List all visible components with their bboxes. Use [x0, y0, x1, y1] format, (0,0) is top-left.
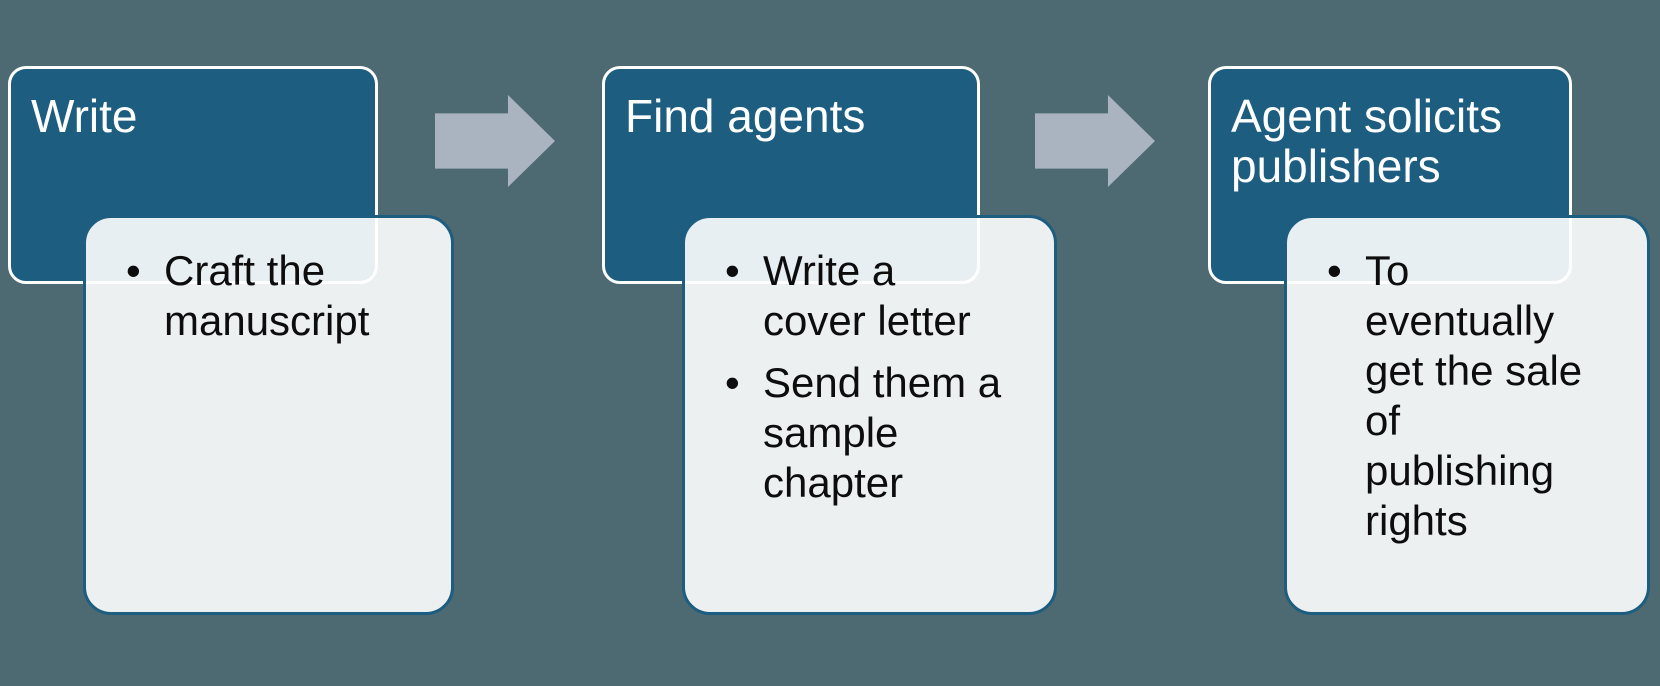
bullet-item: • To eventually get the sale of publishi…	[1327, 246, 1625, 546]
bullet-text: To eventually get the sale of publishing…	[1365, 247, 1583, 544]
bullet-text: Craft the manuscript	[164, 247, 370, 344]
step-1-bullet-list: • Craft the manuscript	[86, 218, 451, 346]
step-3-body-box: • To eventually get the sale of publishi…	[1284, 215, 1650, 615]
step-2-title: Find agents	[625, 90, 866, 142]
step-1-title: Write	[31, 90, 138, 142]
bullet-dot-icon: •	[126, 247, 141, 294]
step-2-bullet-list: • Write a cover letter • Send them a sam…	[685, 218, 1054, 508]
bullet-text: Write a cover letter	[763, 247, 971, 344]
arrow-right-icon	[1035, 95, 1155, 187]
step-3-title: Agent solicits publishers	[1231, 90, 1503, 192]
bullet-text: Send them a sample chapter	[763, 359, 1002, 506]
step-1-body-box: • Craft the manuscript	[83, 215, 454, 615]
bullet-item: • Write a cover letter	[725, 246, 1032, 346]
step-3-bullet-list: • To eventually get the sale of publishi…	[1287, 218, 1647, 546]
step-2-body-box: • Write a cover letter • Send them a sam…	[682, 215, 1057, 615]
arrow-right-icon	[435, 95, 555, 187]
bullet-dot-icon: •	[725, 247, 740, 294]
bullet-item: • Send them a sample chapter	[725, 358, 1032, 508]
bullet-dot-icon: •	[1327, 247, 1342, 294]
bullet-item: • Craft the manuscript	[126, 246, 429, 346]
bullet-dot-icon: •	[725, 359, 740, 406]
